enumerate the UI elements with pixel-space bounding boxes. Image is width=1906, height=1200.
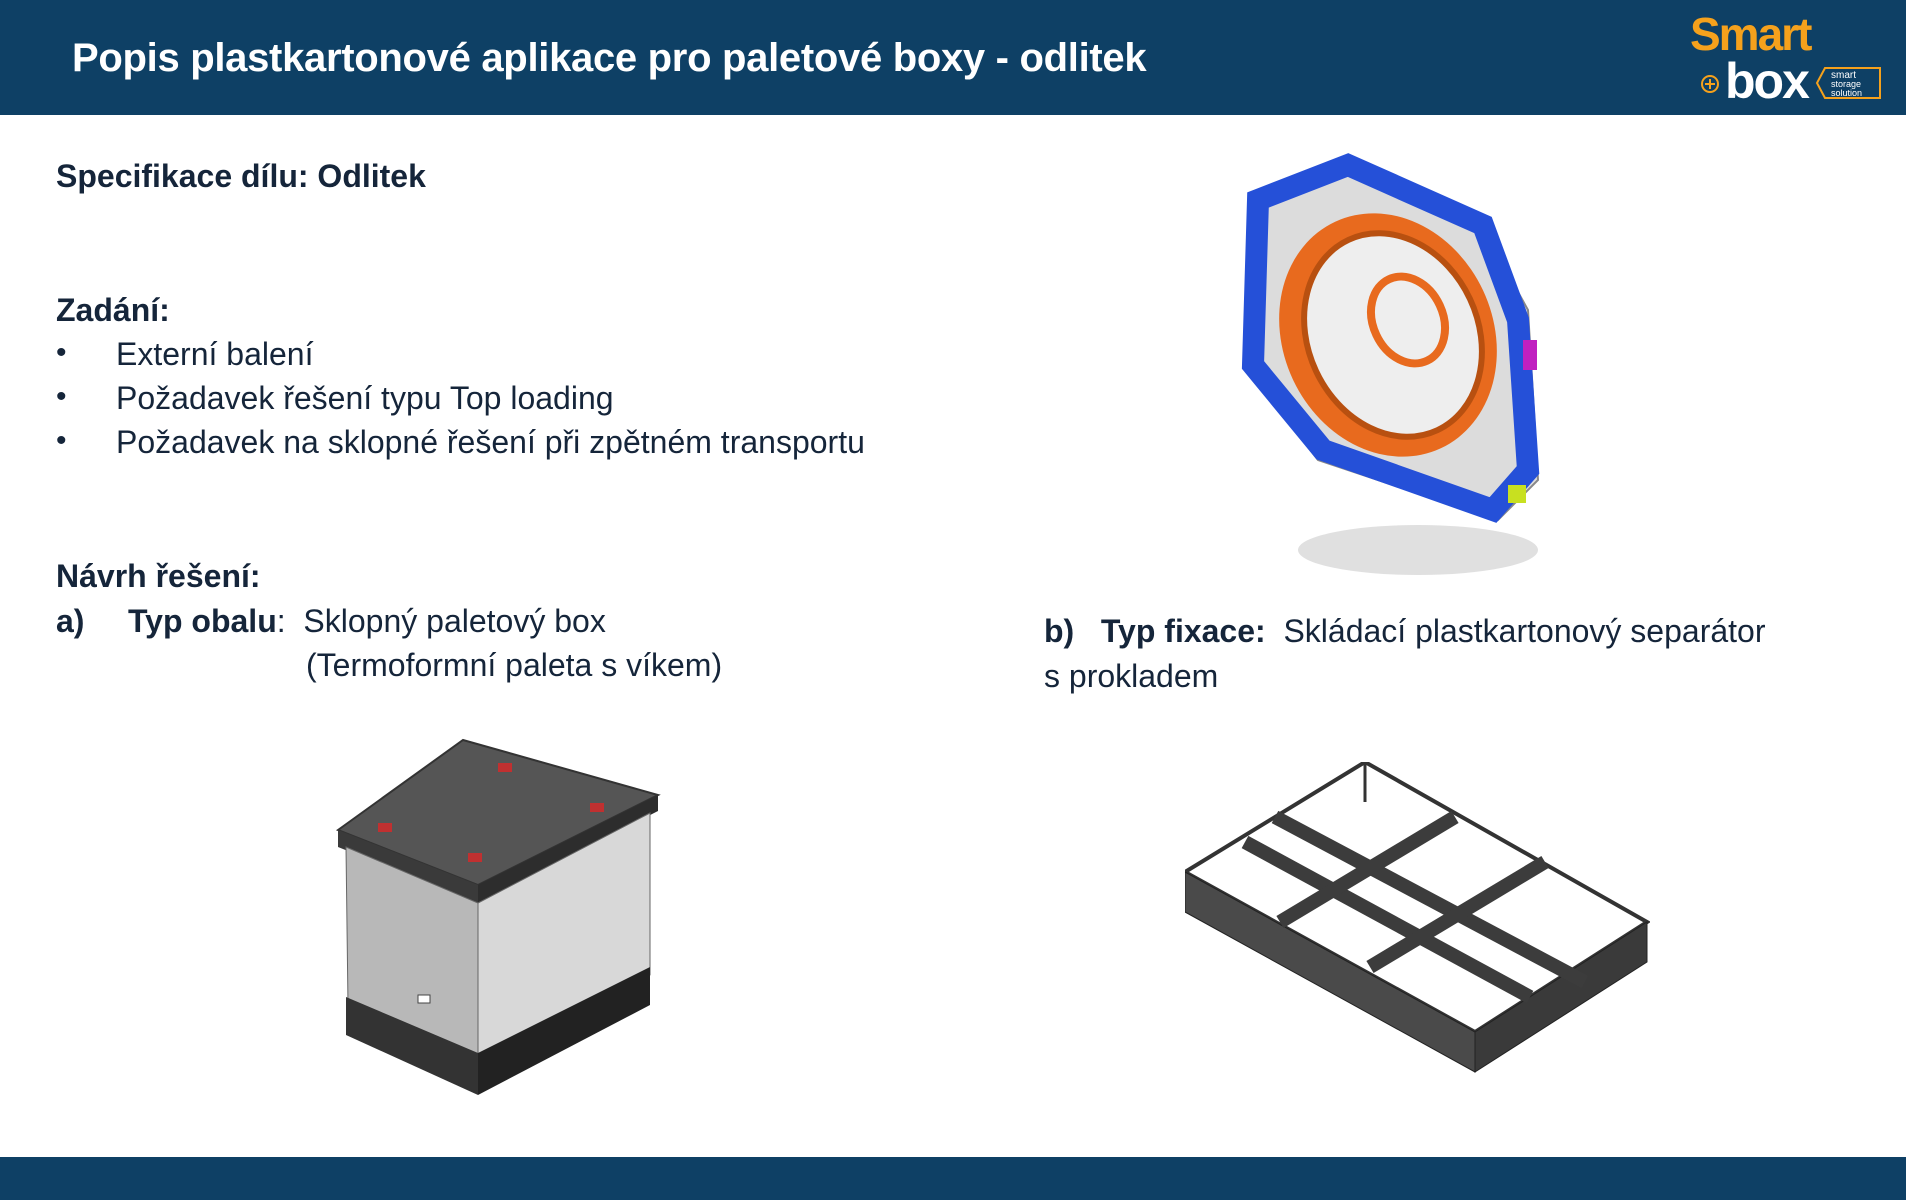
bullet: • <box>56 336 67 369</box>
option-b-label: Typ fixace: <box>1100 613 1266 649</box>
smartbox-logo: Smart box smart storage solution <box>1690 8 1881 108</box>
option-b-value-detail: s prokladem <box>1044 658 1219 694</box>
option-a-text: Typ obalu: Sklopný paletový box <box>128 603 606 640</box>
option-a-value: Sklopný paletový box <box>303 603 606 639</box>
assignment-item: Externí balení <box>116 336 314 372</box>
option-a-colon: : <box>276 603 286 639</box>
bullet: • <box>56 424 67 457</box>
svg-text:solution: solution <box>1831 88 1862 98</box>
header-bar <box>0 0 1906 115</box>
separator-image <box>1185 762 1650 1073</box>
footer-bar <box>0 1157 1906 1200</box>
part-spec-label: Specifikace dílu: Odlitek <box>56 158 426 194</box>
assignment-heading: Zadání: <box>56 292 170 328</box>
svg-text:Smart: Smart <box>1690 8 1812 60</box>
pallet-box-image <box>335 738 661 1095</box>
page-title: Popis plastkartonové aplikace pro paleto… <box>72 36 1147 80</box>
option-a-marker: a) <box>56 603 85 639</box>
option-a-label: Typ obalu <box>128 603 277 639</box>
option-b-value: Skládací plastkartonový separátor <box>1283 613 1766 649</box>
assignment-item: Požadavek na sklopné řešení při zpětném … <box>116 424 865 460</box>
casting-image <box>1241 153 1540 575</box>
assignment-item: Požadavek řešení typu Top loading <box>116 380 614 416</box>
bullet: • <box>56 380 67 413</box>
svg-text:smart: smart <box>1831 70 1856 81</box>
svg-text:storage: storage <box>1831 79 1861 89</box>
svg-text:box: box <box>1725 53 1810 108</box>
option-b-marker: b) <box>1044 613 1075 649</box>
option-b-text: b) Typ fixace: Skládací plastkartonový s… <box>1044 613 1765 650</box>
proposal-heading: Návrh řešení: <box>56 558 261 594</box>
option-a-value-detail: (Termoformní paleta s víkem) <box>306 647 723 683</box>
